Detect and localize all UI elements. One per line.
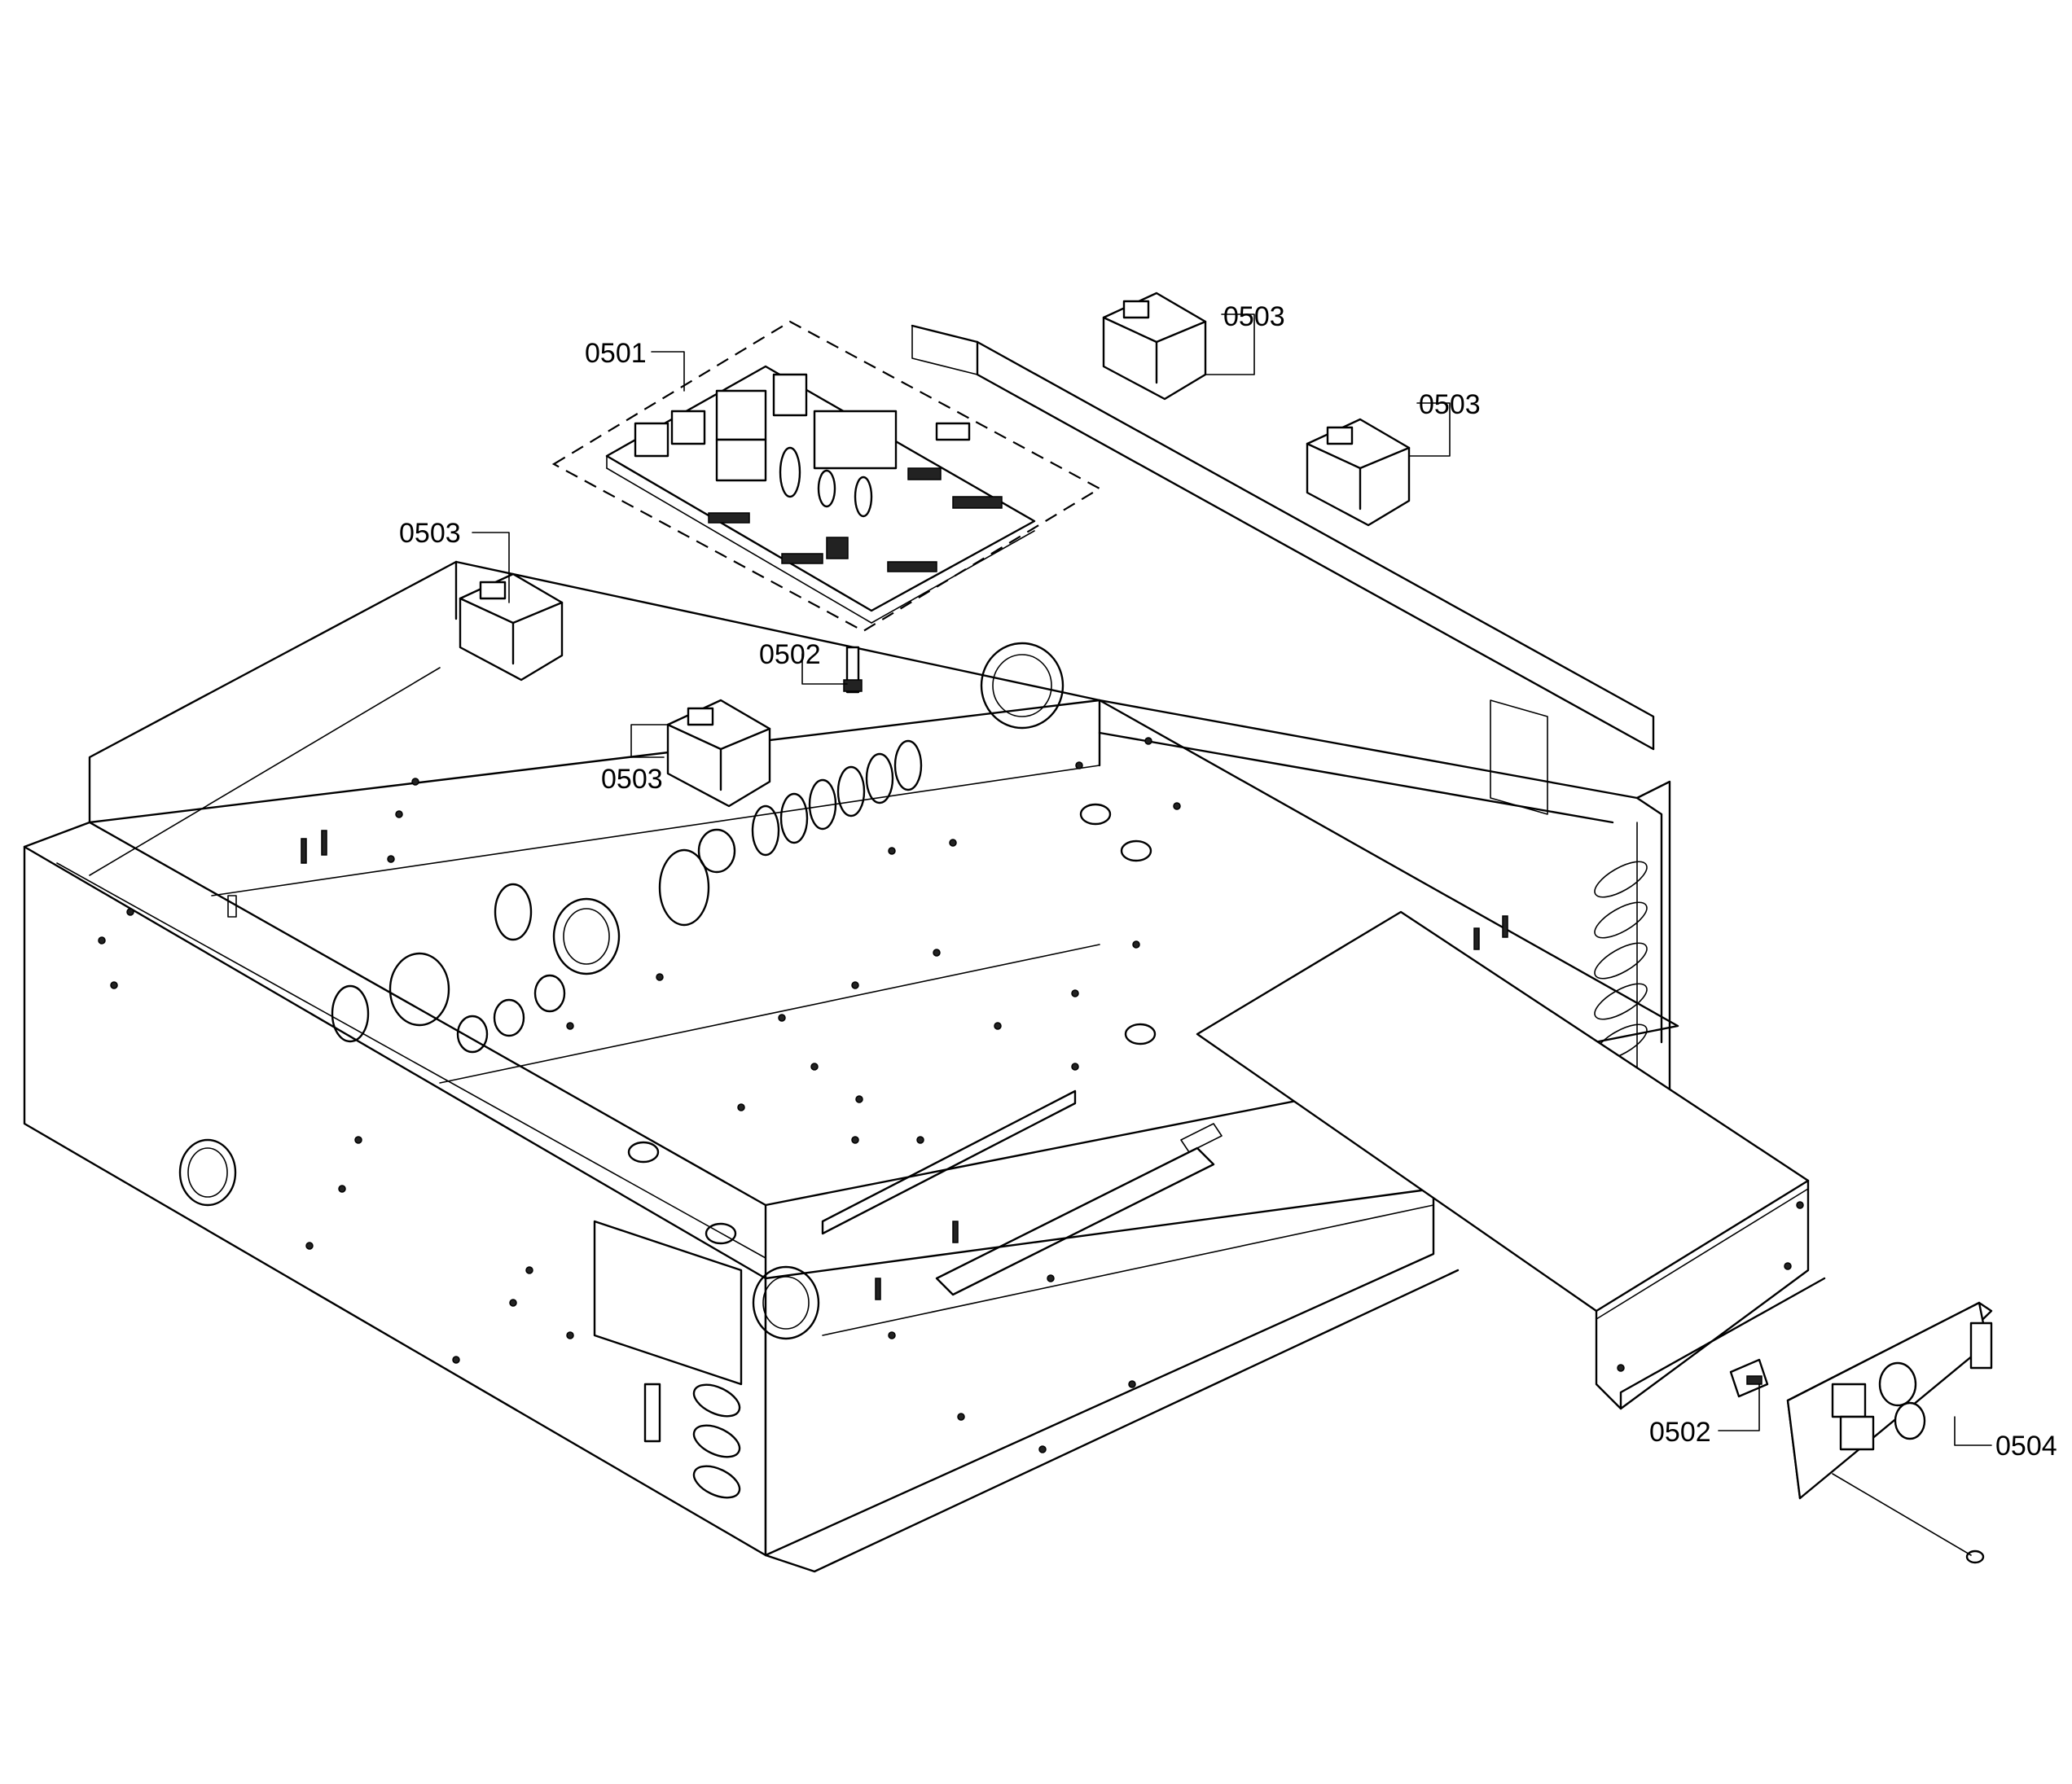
cover-plate (1196, 910, 1826, 1410)
front-panel-recess (593, 1220, 743, 1386)
board-0504[interactable] (1786, 1301, 1993, 1564)
callout-labels: 0501 0503 0503 0503 0503 0502 0502 0504 (399, 301, 2057, 1462)
callout-0502-lower: 0502 (1649, 1417, 1711, 1448)
relay-0503-right[interactable] (1306, 418, 1411, 527)
control-board-0501[interactable] (551, 320, 1102, 633)
callout-0502-upper: 0502 (759, 639, 821, 670)
clip-0502-lower[interactable] (1729, 1358, 1769, 1398)
screw-holes (98, 737, 1181, 1453)
vent-slots (751, 739, 923, 857)
chassis (23, 324, 1688, 1573)
callout-0503-center: 0503 (601, 764, 663, 795)
board-outline-dashed (551, 320, 1102, 633)
callout-0503-top: 0503 (1223, 301, 1285, 332)
chassis-front-panel (23, 845, 767, 1557)
callout-0503-right: 0503 (1419, 389, 1481, 420)
callout-0503-left: 0503 (399, 518, 461, 549)
grommet-hole (980, 642, 1065, 730)
callout-0504: 0504 (1995, 1431, 2057, 1462)
front-duct (178, 1138, 237, 1207)
relay-0503-top[interactable] (1102, 291, 1207, 401)
chassis-right-panel (764, 1187, 1435, 1557)
relay-0503-center[interactable] (666, 699, 771, 808)
relay-0503-left[interactable] (459, 572, 564, 682)
callout-0501: 0501 (585, 338, 647, 369)
leader-lines (472, 313, 1992, 1446)
clip-0502-upper[interactable] (843, 646, 863, 694)
